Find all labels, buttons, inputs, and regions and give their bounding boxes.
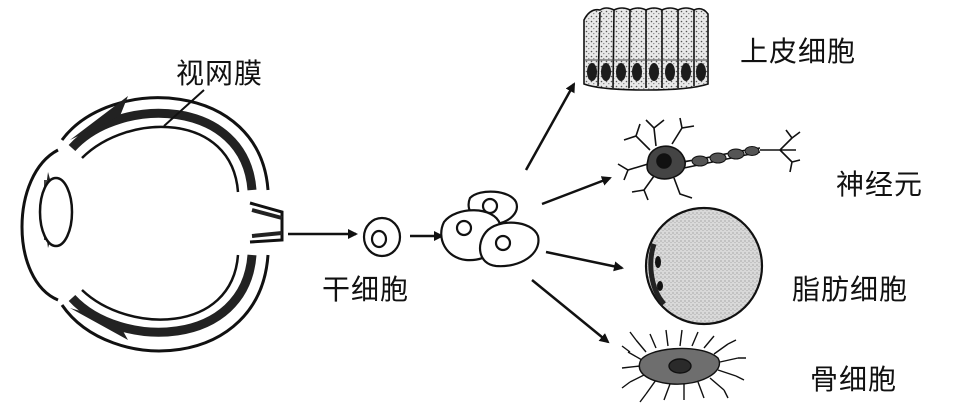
dividing-cells [440,190,540,268]
arrow-to-fat-cell [545,250,624,272]
label-bone-cell: 骨细胞 [810,363,898,396]
fat-cell-illustration [644,206,764,326]
epithelial-cells-illustration [583,7,709,91]
lens [38,176,74,248]
arrow-to-epithelial [524,82,576,171]
eye-illustration [20,96,284,353]
label-epithelial-cell: 上皮细胞 [740,35,857,68]
label-stem-cell: 干细胞 [322,273,410,306]
label-retina: 视网膜 [176,57,264,90]
bone-cell-illustration [621,329,746,403]
retina-pointer-line [163,89,205,127]
retina-layer [81,125,240,193]
label-neuron: 神经元 [836,168,924,201]
neuron-illustration [617,117,801,201]
arrow-to-neuron [541,176,612,206]
arrow-to-bone-cell [531,279,610,344]
label-fat-cell: 脂肪细胞 [792,273,909,306]
stem-cell [362,216,402,258]
